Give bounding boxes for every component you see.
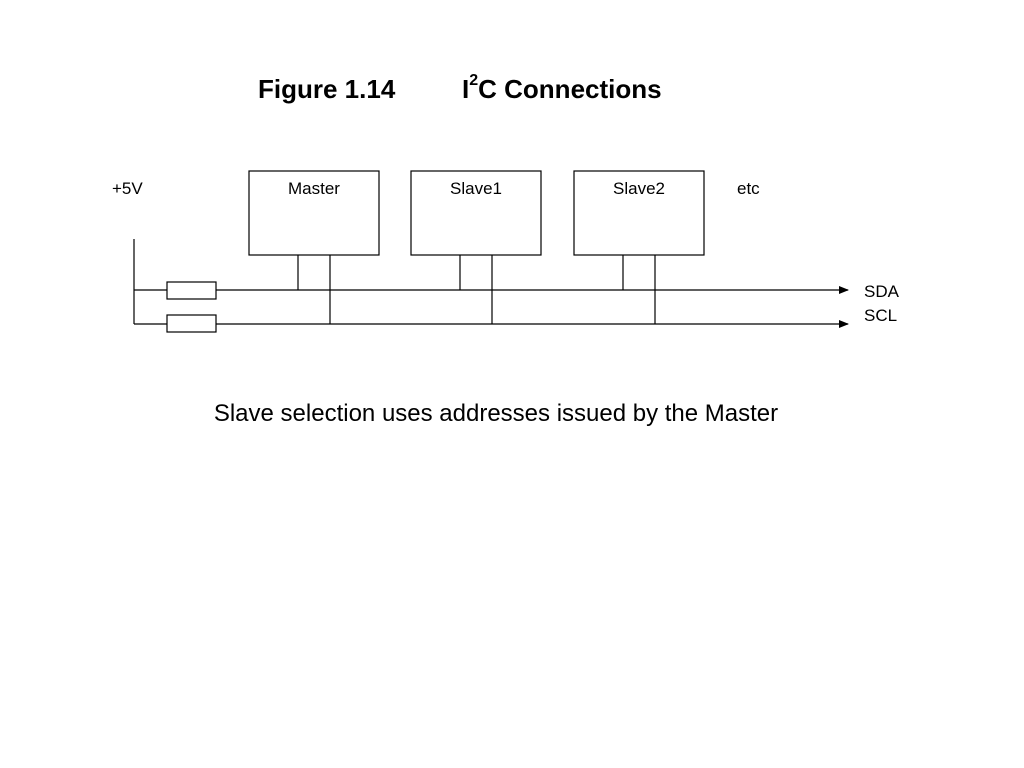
figure-name-superscript: 2 <box>469 72 479 89</box>
master-box <box>248 170 380 256</box>
figure-name-prefix: I <box>462 74 470 104</box>
slave2-label: Slave2 <box>613 179 665 198</box>
scl-pullup-resistor <box>166 314 217 333</box>
sda-label: SDA <box>864 282 900 301</box>
continuation-label: etc <box>737 179 760 198</box>
figure-name: I2C Connections <box>462 72 662 105</box>
figure-name-suffix: C Connections <box>478 74 662 104</box>
supply-label: +5V <box>112 179 143 198</box>
slave2-box <box>573 170 705 256</box>
sda-pullup-resistor <box>166 281 217 300</box>
scl-label: SCL <box>864 306 897 325</box>
slave1-box <box>410 170 542 256</box>
caption: Slave selection uses addresses issued by… <box>213 400 779 427</box>
figure-number: Figure 1.14 <box>258 74 396 104</box>
master-label: Master <box>288 179 340 198</box>
slave1-label: Slave1 <box>450 179 502 198</box>
figure-title: Figure 1.14 I2C Connections <box>0 72 1024 110</box>
